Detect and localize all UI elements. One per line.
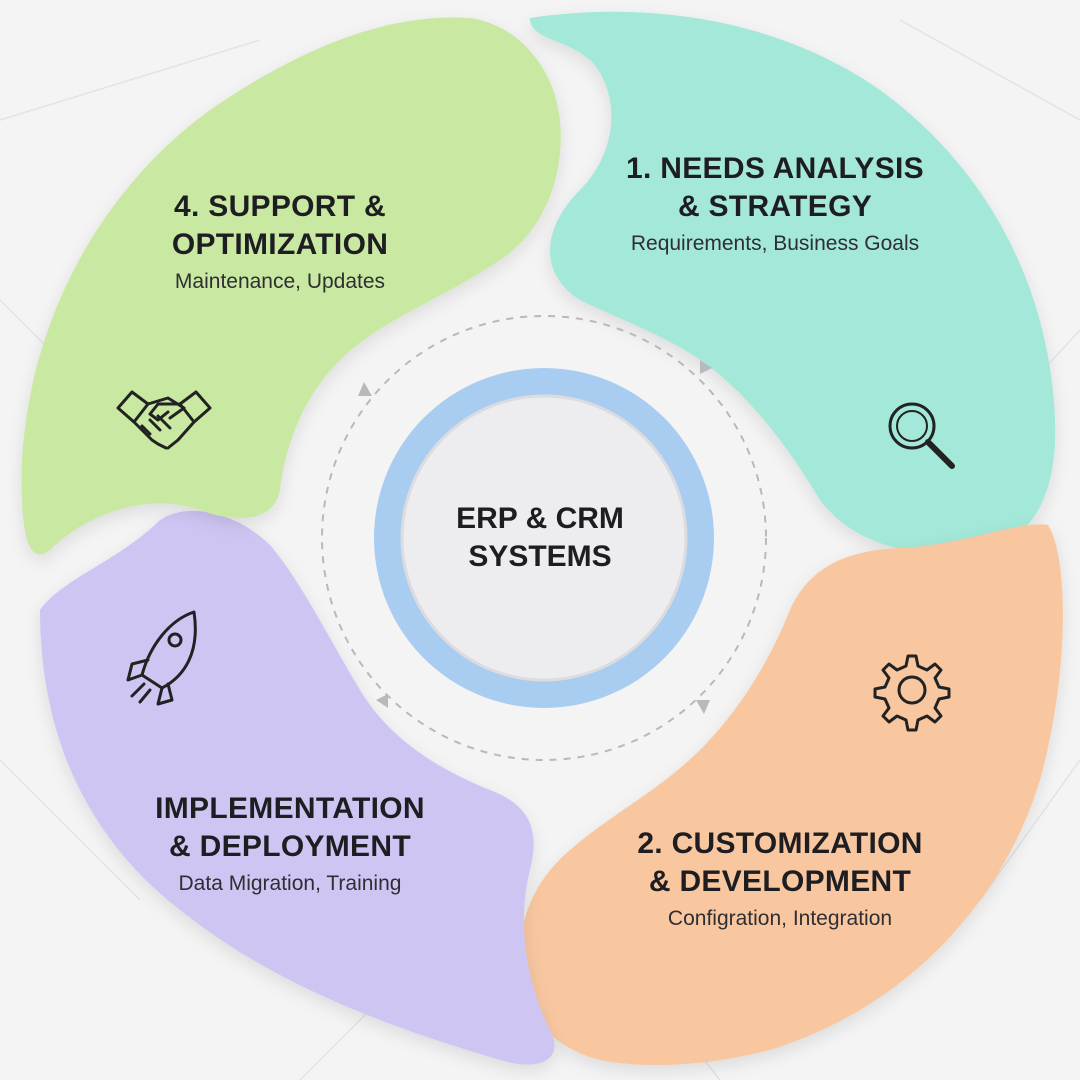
stage-support: 4. SUPPORT & OPTIMIZATION Maintenance, U…	[120, 188, 440, 296]
stage-title-line: 2. CUSTOMIZATION	[637, 827, 923, 860]
stage-title-line: & DEVELOPMENT	[648, 865, 912, 898]
cycle-arrows	[358, 360, 712, 714]
segment-customization	[519, 524, 1063, 1066]
dashed-cycle-ring	[321, 315, 767, 761]
stage-title-line: 4. SUPPORT &	[174, 190, 386, 223]
arrow-top-right-icon	[700, 360, 712, 374]
stage-customization: 2. CUSTOMIZATION & DEVELOPMENT Configrat…	[600, 825, 960, 933]
stage-subtitle: Data Migration, Training	[178, 872, 402, 895]
stage-title-line: 1. NEEDS ANALYSIS	[626, 152, 924, 185]
stage-title: 1. NEEDS ANALYSIS & STRATEGY	[600, 150, 950, 226]
stage-title: 4. SUPPORT & OPTIMIZATION	[120, 188, 440, 264]
stage-subtitle: Maintenance, Updates	[174, 270, 386, 293]
stage-title-line: IMPLEMENTATION	[155, 792, 425, 825]
magnifier-icon	[888, 402, 955, 469]
stage-title-line: OPTIMIZATION	[171, 228, 389, 261]
background-lines	[0, 19, 1080, 1080]
rocket-icon	[126, 610, 197, 706]
stage-subtitle: Requirements, Business Goals	[630, 232, 920, 255]
arrow-bottom-left-icon	[376, 694, 388, 708]
stage-subtitle: Configration, Integration	[667, 907, 893, 930]
center-title-line: SYSTEMS	[468, 540, 612, 573]
arrow-bottom-right-icon	[696, 700, 710, 714]
arrow-top-left-icon	[358, 382, 372, 396]
stage-needs-analysis: 1. NEEDS ANALYSIS & STRATEGY Requirement…	[600, 150, 950, 258]
gear-icon	[873, 654, 951, 732]
center-title-line: ERP & CRM	[456, 502, 624, 535]
stage-title-line: & DEPLOYMENT	[169, 830, 411, 863]
stage-title-line: & STRATEGY	[677, 190, 873, 223]
stage-implementation: IMPLEMENTATION & DEPLOYMENT Data Migrati…	[120, 790, 460, 898]
center-title: ERP & CRM SYSTEMS	[420, 500, 660, 576]
stage-title: 2. CUSTOMIZATION & DEVELOPMENT	[600, 825, 960, 901]
stage-title: IMPLEMENTATION & DEPLOYMENT	[120, 790, 460, 866]
center-inner-disc	[402, 396, 686, 680]
segment-implementation	[40, 510, 555, 1065]
handshake-icon	[116, 390, 212, 450]
